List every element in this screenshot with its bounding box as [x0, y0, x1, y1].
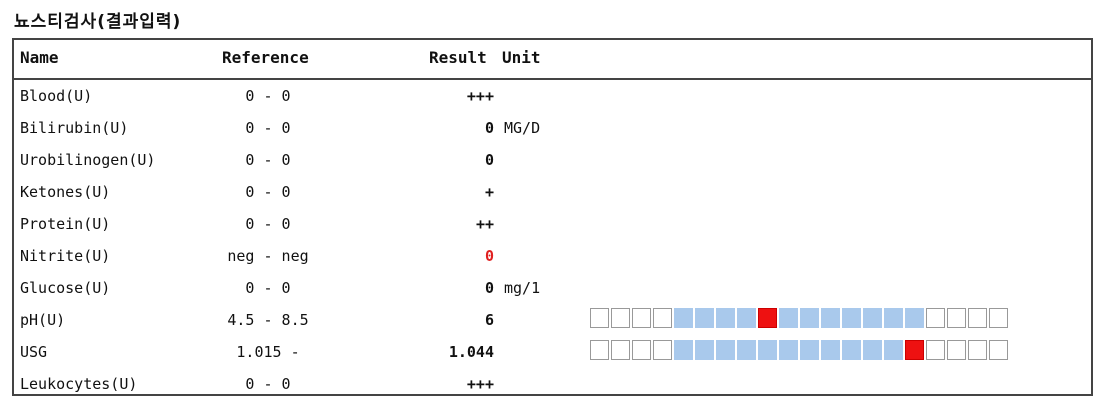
row-reference: 1.015 -: [236, 343, 300, 361]
scale-range-cell: [674, 308, 693, 328]
table-row[interactable]: Nitrite(U) neg - neg 0: [14, 240, 1091, 272]
scale-range-cell: [842, 308, 861, 328]
row-reference: 0 - 0: [245, 375, 291, 393]
table-row[interactable]: Urobilinogen(U) 0 - 0 0: [14, 144, 1091, 176]
row-name: Bilirubin(U): [20, 119, 129, 137]
table-row[interactable]: Ketones(U) 0 - 0 +: [14, 176, 1091, 208]
row-reference: 0 - 0: [245, 279, 291, 297]
row-name: Urobilinogen(U): [20, 151, 156, 169]
results-table: Name Reference Result Unit Blood(U) 0 - 0…: [12, 38, 1093, 396]
scale-range-cell: [674, 340, 693, 360]
scale-cell: [632, 340, 651, 360]
scale-cell: [926, 340, 945, 360]
scale-range-cell: [716, 340, 735, 360]
table-row[interactable]: Bilirubin(U) 0 - 0 0 MG/D: [14, 112, 1091, 144]
scale-range-cell: [905, 308, 924, 328]
scale-range-cell: [800, 308, 819, 328]
row-reference: 0 - 0: [245, 151, 291, 169]
scale-cell: [989, 340, 1008, 360]
scale-range-cell: [821, 308, 840, 328]
scale-cell: [653, 308, 672, 328]
row-result: 0: [484, 119, 494, 137]
scale-cell: [611, 340, 630, 360]
scale-marker: [758, 308, 777, 328]
scale-cell: [968, 308, 987, 328]
header-reference: Reference: [222, 48, 309, 67]
scale-cell: [611, 308, 630, 328]
table-row[interactable]: Blood(U) 0 - 0 +++: [14, 80, 1091, 112]
scale-cell: [947, 340, 966, 360]
scale-range-cell: [884, 340, 903, 360]
row-result: 6: [484, 311, 494, 329]
scale-range-cell: [884, 308, 903, 328]
row-result: 0: [484, 279, 494, 297]
range-scale: [590, 308, 1010, 328]
row-name: Blood(U): [20, 87, 93, 105]
scale-cell: [989, 308, 1008, 328]
row-reference: 0 - 0: [245, 183, 291, 201]
range-scale: [590, 340, 1010, 360]
scale-cell: [926, 308, 945, 328]
scale-cell: [947, 308, 966, 328]
table-row[interactable]: USG 1.015 - 1.044: [14, 336, 1091, 368]
page-title: 뇨스티검사(결과입력): [14, 12, 182, 32]
row-name: Nitrite(U): [20, 247, 111, 265]
row-result: 0: [484, 247, 494, 265]
scale-cell: [590, 340, 609, 360]
scale-range-cell: [800, 340, 819, 360]
scale-range-cell: [758, 340, 777, 360]
row-reference: 0 - 0: [245, 87, 291, 105]
row-reference: 0 - 0: [245, 119, 291, 137]
scale-range-cell: [716, 308, 735, 328]
header-result: Result: [429, 48, 487, 67]
scale-range-cell: [779, 308, 798, 328]
scale-range-cell: [695, 340, 714, 360]
scale-range-cell: [737, 308, 756, 328]
row-name: USG: [20, 343, 48, 361]
header-unit: Unit: [502, 48, 541, 67]
table-row[interactable]: Glucose(U) 0 - 0 0 mg/1: [14, 272, 1091, 304]
scale-range-cell: [737, 340, 756, 360]
row-result: +: [484, 183, 494, 201]
scale-range-cell: [821, 340, 840, 360]
row-reference: 0 - 0: [245, 215, 291, 233]
scale-range-cell: [863, 308, 882, 328]
scale-marker: [905, 340, 924, 360]
row-reference: neg - neg: [227, 247, 309, 265]
row-result: 1.044: [448, 343, 494, 361]
row-name: Leukocytes(U): [20, 375, 138, 393]
table-row[interactable]: Protein(U) 0 - 0 ++: [14, 208, 1091, 240]
row-name: Glucose(U): [20, 279, 111, 297]
row-result: ++: [475, 215, 494, 233]
scale-range-cell: [779, 340, 798, 360]
table-row[interactable]: pH(U) 4.5 - 8.5 6: [14, 304, 1091, 336]
row-name: Ketones(U): [20, 183, 111, 201]
scale-cell: [590, 308, 609, 328]
table-header: Name Reference Result Unit: [14, 40, 1091, 80]
row-result: +++: [466, 375, 494, 393]
scale-cell: [968, 340, 987, 360]
row-unit: MG/D: [504, 119, 541, 137]
scale-cell: [632, 308, 651, 328]
row-reference: 4.5 - 8.5: [227, 311, 309, 329]
scale-range-cell: [695, 308, 714, 328]
row-result: 0: [484, 151, 494, 169]
scale-range-cell: [842, 340, 861, 360]
row-name: Protein(U): [20, 215, 111, 233]
row-name: pH(U): [20, 311, 66, 329]
scale-cell: [653, 340, 672, 360]
row-result: +++: [466, 87, 494, 105]
row-unit: mg/1: [504, 279, 541, 297]
header-name: Name: [20, 48, 59, 67]
scale-range-cell: [863, 340, 882, 360]
table-row[interactable]: Leukocytes(U) 0 - 0 +++: [14, 368, 1091, 400]
